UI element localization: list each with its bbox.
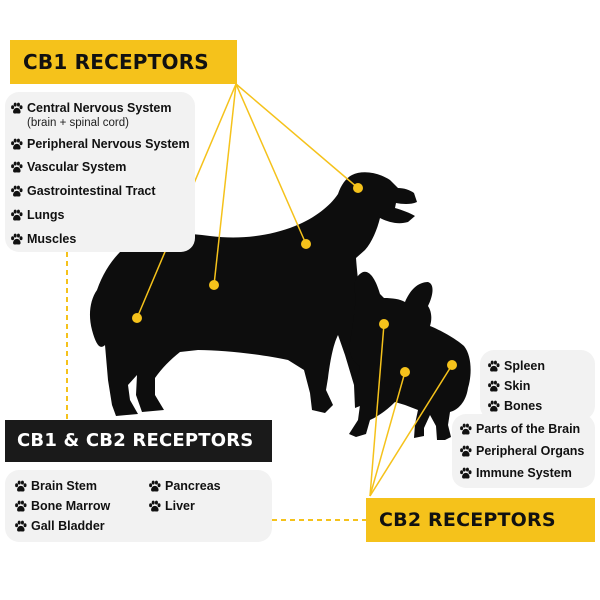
list-item: Spleen <box>487 359 545 379</box>
paw-icon <box>10 185 23 198</box>
list-item: Liver <box>148 499 221 519</box>
cb1-pointer-lines <box>136 83 359 319</box>
cb2-receptors-banner: CB2 RECEPTORS <box>366 498 595 542</box>
cb2-receptor-list-lower: Parts of the Brain Peripheral Organs Imm… <box>459 422 584 488</box>
cb1-cb2-list-column-2: Pancreas Liver <box>148 479 221 519</box>
paw-icon <box>148 480 161 493</box>
paw-icon <box>459 445 472 458</box>
cb1-cb2-receptors-card <box>5 470 272 542</box>
paw-icon <box>459 423 472 436</box>
paw-icon <box>14 500 27 513</box>
cb2-title: CB2 RECEPTORS <box>379 508 556 531</box>
list-item: Parts of the Brain <box>459 422 584 444</box>
list-item: Bones <box>487 399 545 419</box>
paw-icon <box>459 467 472 480</box>
paw-icon <box>487 400 500 413</box>
cb1-cb2-title: CB1 & CB2 RECEPTORS <box>17 430 254 451</box>
list-item: Pancreas <box>148 479 221 499</box>
list-item: Central Nervous System (brain + spinal c… <box>10 101 190 137</box>
paw-icon <box>487 380 500 393</box>
list-item: Muscles <box>10 232 190 256</box>
list-item: Immune System <box>459 466 584 488</box>
dot-head <box>353 183 363 193</box>
paw-icon <box>14 480 27 493</box>
list-item: Bone Marrow <box>14 499 110 519</box>
paw-icon <box>487 360 500 373</box>
list-item: Gastrointestinal Tract <box>10 184 190 208</box>
list-item: Gall Bladder <box>14 519 110 539</box>
cb1-receptors-card <box>5 92 195 252</box>
dot-shoulder <box>301 239 311 249</box>
large-dog-silhouette <box>89 172 417 416</box>
dot-small-chest <box>400 367 410 377</box>
dot-small-back <box>447 360 457 370</box>
paw-icon <box>10 161 23 174</box>
paw-icon <box>10 233 23 246</box>
list-item: Skin <box>487 379 545 399</box>
list-item: Lungs <box>10 208 190 232</box>
cb2-pointer-lines <box>369 323 453 497</box>
cb2-receptor-list-upper: Spleen Skin Bones <box>487 359 545 419</box>
cb1-cb2-receptors-banner: CB1 & CB2 RECEPTORS <box>5 420 272 462</box>
cb1-receptor-list: Central Nervous System (brain + spinal c… <box>10 101 190 256</box>
paw-icon <box>10 102 23 115</box>
receptor-dots <box>132 183 457 377</box>
paw-icon <box>148 500 161 513</box>
cb1-cb2-list-column-1: Brain Stem Bone Marrow Gall Bladder <box>14 479 110 539</box>
list-item: Vascular System <box>10 160 190 184</box>
list-item: Brain Stem <box>14 479 110 499</box>
dot-small-head <box>379 319 389 329</box>
paw-icon <box>14 520 27 533</box>
cb1-title: CB1 RECEPTORS <box>23 50 209 74</box>
list-item: Peripheral Nervous System <box>10 137 190 160</box>
paw-icon <box>10 138 23 151</box>
cb2-receptors-card-lower <box>452 414 595 488</box>
dot-rear <box>132 313 142 323</box>
list-item: Peripheral Organs <box>459 444 584 466</box>
cb1-receptors-banner: CB1 RECEPTORS <box>10 40 237 84</box>
small-dog-silhouette <box>349 271 471 440</box>
paw-icon <box>10 209 23 222</box>
dot-belly <box>209 280 219 290</box>
